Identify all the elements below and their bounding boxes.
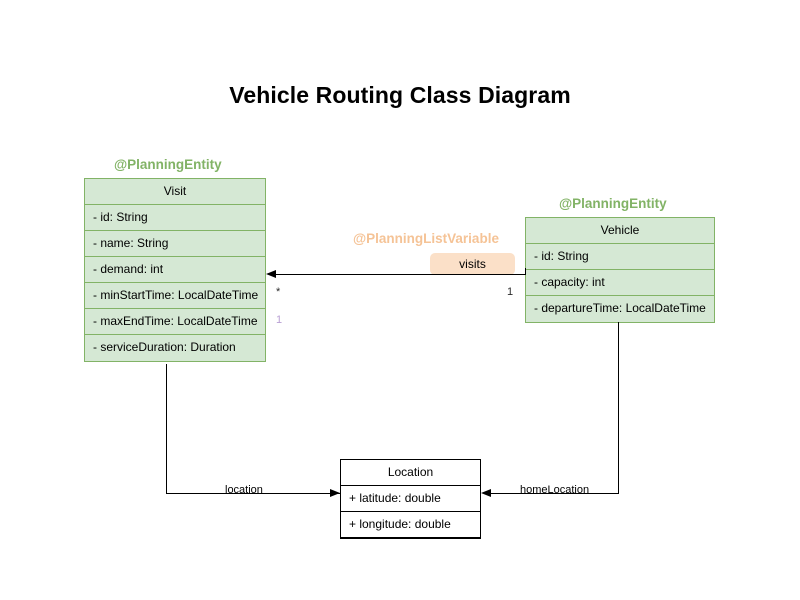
class-attribute: - name: String xyxy=(85,231,265,257)
arrowhead-visits xyxy=(266,270,276,278)
page-title: Vehicle Routing Class Diagram xyxy=(229,82,571,108)
connector-visits-horizontal xyxy=(276,274,525,275)
class-attribute: - departureTime: LocalDateTime xyxy=(534,301,706,315)
class-name-location: Location xyxy=(341,460,480,486)
multiplicity-visit-location: 1 xyxy=(276,314,283,326)
association-badge-visits: visits xyxy=(430,253,515,275)
class-box-vehicle[interactable]: Vehicle - id: String - capacity: int - d… xyxy=(525,217,715,323)
connector-home-location-vertical xyxy=(618,322,619,494)
stereotype-vehicle: @PlanningEntity xyxy=(559,196,667,211)
edge-label-home-location: homeLocation xyxy=(520,484,590,496)
class-attribute: + latitude: double xyxy=(341,486,480,512)
class-attribute: + longitude: double xyxy=(341,512,480,538)
class-attribute: - capacity: int xyxy=(526,270,714,296)
class-attribute: - minStartTime: LocalDateTime xyxy=(85,283,265,309)
class-box-visit[interactable]: Visit - id: String - name: String - dema… xyxy=(84,178,266,362)
connector-location-horizontal xyxy=(166,493,340,494)
class-attribute: - demand: int xyxy=(85,257,265,283)
arrowhead-location xyxy=(330,489,340,497)
edge-label-location: location xyxy=(225,484,263,496)
arrowhead-home-location xyxy=(481,489,491,497)
class-name-vehicle: Vehicle xyxy=(526,218,714,244)
class-attribute: - maxEndTime: LocalDateTime xyxy=(85,309,265,335)
class-attribute: - id: String xyxy=(526,244,714,270)
connector-home-location-horizontal xyxy=(491,493,619,494)
connector-visits-stub xyxy=(525,268,526,275)
multiplicity-visits-source: 1 xyxy=(507,286,514,298)
class-name-visit: Visit xyxy=(85,179,265,205)
class-box-location[interactable]: Location + latitude: double + longitude:… xyxy=(340,459,481,539)
class-attribute: - serviceDuration: Duration xyxy=(93,340,236,354)
connector-location-vertical xyxy=(166,364,167,494)
stereotype-visit: @PlanningEntity xyxy=(114,157,222,172)
multiplicity-visits-target: * xyxy=(276,286,281,298)
class-attribute: - id: String xyxy=(85,205,265,231)
stereotype-visits-association: @PlanningListVariable xyxy=(353,231,499,246)
